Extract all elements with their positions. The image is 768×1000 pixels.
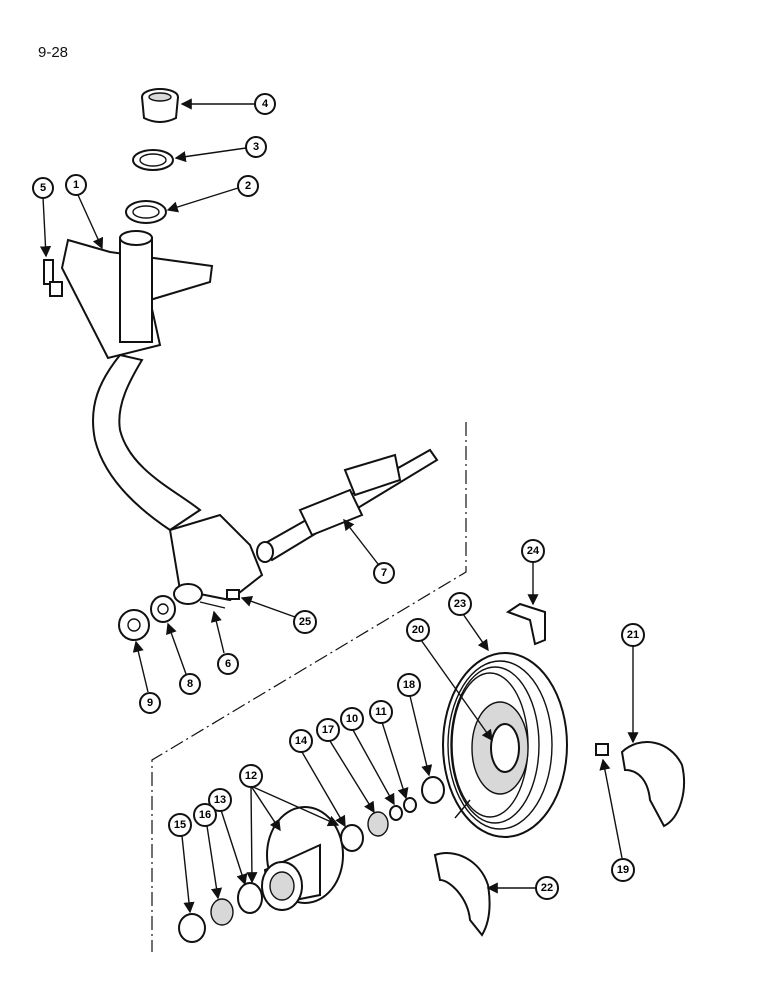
svg-text:23: 23 — [454, 598, 466, 610]
callout-15: 15 — [168, 813, 192, 837]
ring-part-2 — [125, 200, 167, 224]
assembly-boundary-line — [151, 422, 467, 952]
hub-part-12 — [261, 806, 344, 911]
bearing-cup-part-13 — [237, 882, 263, 914]
callout-1: 1 — [65, 174, 87, 196]
seal-part-15 — [178, 913, 206, 943]
svg-text:14: 14 — [295, 735, 308, 747]
callout-11: 11 — [369, 700, 393, 724]
callout-21: 21 — [621, 623, 645, 647]
svg-text:13: 13 — [214, 794, 226, 806]
bushing-part-4 — [141, 88, 179, 123]
callout-7: 7 — [373, 562, 395, 584]
bolt-part-5 — [43, 259, 63, 297]
callout-10: 10 — [340, 707, 364, 731]
callout-2: 2 — [237, 175, 259, 197]
svg-text:1: 1 — [73, 179, 79, 191]
svg-text:18: 18 — [403, 679, 415, 691]
callout-24: 24 — [521, 539, 545, 563]
svg-text:9: 9 — [147, 697, 153, 709]
bearing-cup-part-14 — [340, 824, 364, 852]
svg-text:3: 3 — [253, 141, 259, 153]
page-number: 9-28 — [38, 44, 69, 61]
svg-text:16: 16 — [199, 809, 211, 821]
svg-text:25: 25 — [299, 616, 311, 628]
callout-23: 23 — [448, 592, 472, 616]
callout-14: 14 — [289, 729, 313, 753]
svg-text:12: 12 — [245, 770, 257, 782]
leader-lines — [39, 98, 639, 914]
callout-18: 18 — [397, 673, 421, 697]
fitting-part-25 — [226, 589, 240, 600]
callout-12: 12 — [239, 764, 263, 788]
svg-text:21: 21 — [627, 629, 639, 641]
callout-25: 25 — [293, 610, 317, 634]
nut-part-11 — [403, 797, 417, 813]
callout-17: 17 — [316, 718, 340, 742]
svg-text:4: 4 — [262, 98, 269, 110]
weight-part-24 — [505, 602, 546, 646]
washer-part-10 — [389, 805, 403, 821]
svg-text:22: 22 — [541, 882, 553, 894]
pin-part-6 — [199, 601, 226, 609]
svg-text:10: 10 — [346, 713, 358, 725]
wheel-weight-part-21 — [620, 741, 685, 828]
washer-part-8 — [150, 595, 176, 623]
callout-9: 9 — [139, 692, 161, 714]
callout-19: 19 — [611, 858, 635, 882]
callout-13: 13 — [208, 788, 232, 812]
svg-text:7: 7 — [381, 567, 387, 579]
svg-text:24: 24 — [527, 545, 540, 557]
callout-20: 20 — [406, 618, 430, 642]
svg-text:15: 15 — [174, 819, 186, 831]
svg-text:8: 8 — [187, 678, 193, 690]
rim-part-20 — [471, 701, 529, 795]
bearing-cone-part-17 — [367, 811, 389, 837]
bearing-cone-part-16 — [210, 898, 234, 926]
svg-text:11: 11 — [375, 706, 387, 718]
wheel-weight-part-22 — [433, 852, 491, 937]
svg-text:2: 2 — [245, 180, 251, 192]
callout-22: 22 — [535, 876, 559, 900]
ring-part-3 — [132, 149, 174, 171]
callout-6: 6 — [217, 653, 239, 675]
axle-part-7 — [256, 448, 439, 563]
cap-part-18 — [421, 776, 445, 804]
caster-fork-part-1 — [60, 230, 264, 605]
nut-part-9 — [118, 609, 150, 641]
svg-text:19: 19 — [617, 864, 629, 876]
callout-8: 8 — [179, 673, 201, 695]
callout-3: 3 — [245, 136, 267, 158]
callout-4: 4 — [254, 93, 276, 115]
callout-16: 16 — [193, 803, 217, 827]
fitting-part-19 — [595, 743, 609, 756]
svg-text:20: 20 — [412, 624, 424, 636]
svg-text:17: 17 — [322, 724, 334, 736]
svg-text:6: 6 — [225, 658, 231, 670]
svg-text:5: 5 — [40, 182, 46, 194]
callout-5: 5 — [32, 177, 54, 199]
